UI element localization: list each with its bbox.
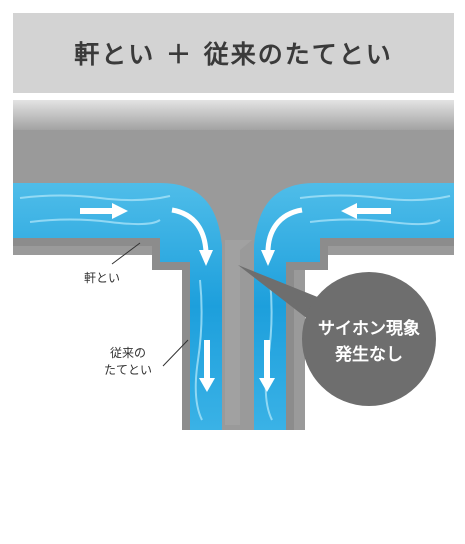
title-banner: 軒とい ＋ 従来のたてとい (13, 13, 454, 93)
gutter-leader-line (111, 242, 141, 265)
downspout-label-line2: たてとい (104, 363, 152, 377)
curve-arrow-right (265, 207, 303, 253)
page-title: 軒とい ＋ 従来のたてとい (74, 40, 393, 69)
gutter-label: 軒とい (84, 271, 120, 285)
callout-text-line1: サイホン現象 (318, 318, 420, 339)
center-separator (222, 238, 254, 430)
flow-arrow-down-icon (259, 340, 275, 392)
downspout-label-line1: 従来の (110, 346, 146, 360)
curve-arrowhead-left (199, 250, 213, 266)
gutter-top-shading (13, 100, 454, 132)
flow-arrow-left-icon (341, 203, 391, 219)
downspout-leader-line (162, 339, 189, 367)
callout-pointer (238, 265, 322, 330)
left-gutter-step (13, 238, 190, 430)
flow-arrow-right-icon (80, 203, 128, 219)
water-flow-right (254, 183, 454, 430)
water-flow-left (13, 183, 222, 430)
callout-bubble (302, 272, 436, 406)
curve-arrow-left (171, 207, 209, 253)
flow-arrow-down-icon (199, 340, 215, 392)
callout-text-line2: 発生なし (334, 344, 403, 365)
curve-arrowhead-right (261, 250, 275, 266)
water-highlights (19, 194, 451, 421)
